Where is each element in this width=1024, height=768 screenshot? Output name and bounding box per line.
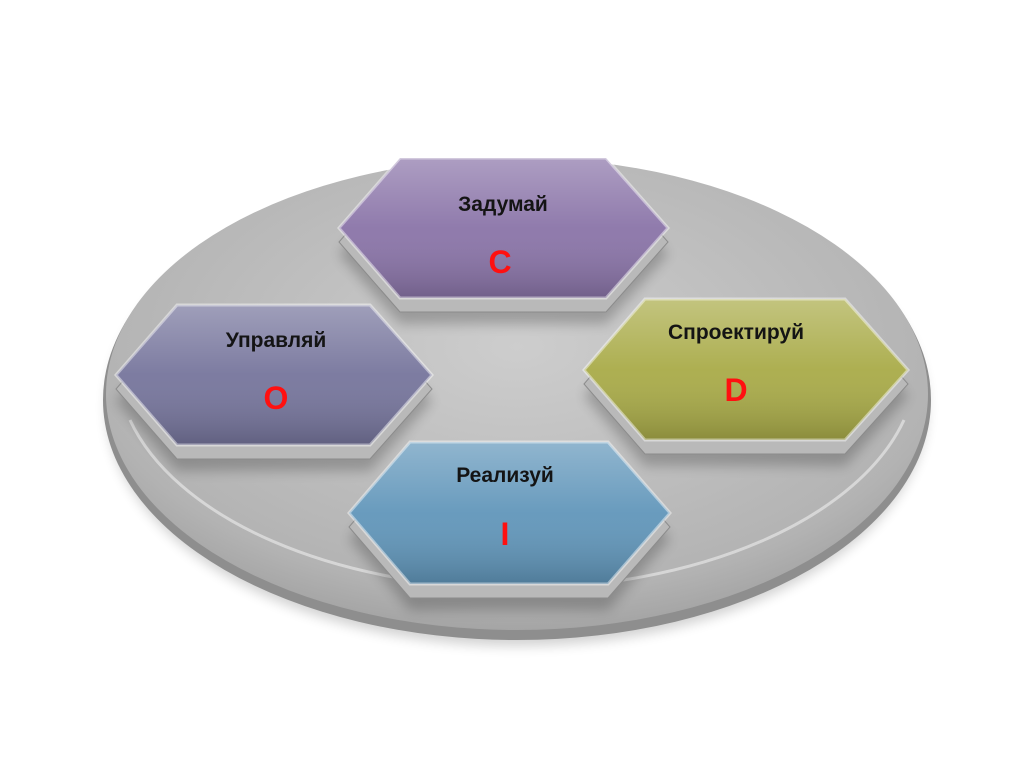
hexagon-d xyxy=(582,297,911,466)
hexagon-i-label: Реализуй xyxy=(456,464,554,487)
hexagon-c xyxy=(337,156,671,324)
platter xyxy=(103,158,931,646)
hexagon-d-label: Спроектируй xyxy=(667,321,805,344)
hexagon-d-letter: D xyxy=(724,372,748,408)
hexagon-o xyxy=(114,303,435,471)
hexagon-c-letter: C xyxy=(488,244,512,280)
hexagon-o-label: Управляй xyxy=(225,329,327,352)
hexagon-i-letter: I xyxy=(500,516,510,552)
hexagon-o-letter: O xyxy=(263,380,289,416)
hexagon-c-label: Задумай xyxy=(458,193,548,216)
hexagon-i xyxy=(347,440,672,610)
